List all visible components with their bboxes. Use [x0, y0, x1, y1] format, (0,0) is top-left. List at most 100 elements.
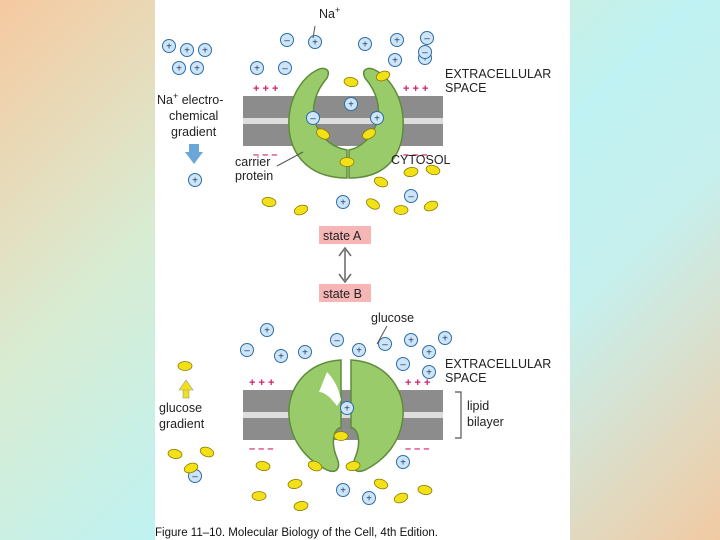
glucose-molecule: [373, 478, 389, 490]
glucose-molecule: [403, 167, 419, 177]
sodium-ion: [420, 31, 434, 45]
sodium-ion-sign: +: [442, 334, 448, 345]
glucose-molecule: [373, 176, 389, 188]
carrier-label-2: protein: [235, 169, 273, 183]
sodium-ion-sign: +: [426, 348, 432, 359]
na-gradient-label-2: chemical: [169, 109, 218, 123]
glucose-molecule: [183, 462, 199, 474]
sodium-ion: [396, 357, 410, 371]
sodium-ion-sign: –: [244, 346, 250, 357]
sodium-ion: [250, 61, 264, 75]
na-leader-line: [312, 25, 316, 39]
glucose-molecule: [366, 198, 380, 210]
minus-signs-top-left: – – –: [253, 149, 277, 161]
glucose-molecule: [293, 501, 309, 511]
extracellular-top-label-1: EXTRACELLULAR: [445, 67, 551, 81]
glucose-molecule: [417, 485, 433, 495]
sodium-ion-sign: –: [282, 64, 288, 75]
sodium-ion-sign: –: [422, 48, 428, 59]
sodium-ion-sign: +: [356, 346, 362, 357]
glucose-molecule: [251, 491, 267, 501]
lipid-bracket: [455, 391, 462, 439]
sodium-ion-sign: +: [202, 46, 208, 57]
lipid-label-2: bilayer: [467, 415, 504, 429]
sodium-ion-sign: +: [348, 100, 354, 111]
state-a-box: [319, 226, 371, 244]
sodium-ion: [352, 343, 366, 357]
sodium-ion: [188, 173, 202, 187]
sodium-ion: [190, 61, 204, 75]
sodium-ion: [422, 365, 436, 379]
sodium-ion-sign: +: [194, 64, 200, 75]
particles-layer: +–++–+–++++++++–+++––+–++–+–+++–+++++–: [162, 31, 452, 511]
sodium-ion: [306, 111, 320, 125]
sodium-ion-sign: +: [254, 64, 260, 75]
state-b-label: state B: [323, 287, 362, 301]
glucose-label: glucose: [371, 311, 414, 325]
sodium-ion-sign: +: [408, 336, 414, 347]
glucose-molecule: [343, 77, 359, 87]
sodium-ion-sign: +: [264, 326, 270, 337]
sodium-ion: [198, 43, 212, 57]
extracellular-bottom-label-1: EXTRACELLULAR: [445, 357, 551, 371]
glucose-molecule: [199, 446, 215, 458]
extracellular-bottom-label-2: SPACE: [445, 371, 486, 385]
sodium-ion-sign: +: [278, 352, 284, 363]
sodium-ion-sign: +: [426, 368, 432, 379]
sodium-ion-sign: +: [302, 348, 308, 359]
sodium-ion-sign: +: [422, 54, 428, 65]
lipid-label-1: lipid: [467, 399, 489, 413]
sodium-ion-sign: +: [312, 38, 318, 49]
glucose-molecule: [362, 128, 376, 140]
na-top-label: Na+: [319, 5, 340, 21]
sodium-ion: [438, 331, 452, 345]
glucose-molecule: [261, 197, 277, 207]
sodium-ion-sign: +: [400, 458, 406, 469]
sodium-ion: [378, 337, 392, 351]
sodium-ion-sign: +: [392, 56, 398, 67]
sodium-ion-sign: +: [344, 404, 350, 415]
membrane-top: [243, 96, 443, 146]
glucose-molecule: [293, 204, 309, 216]
sodium-ion-sign: +: [374, 114, 380, 125]
glucose-molecule: [345, 461, 361, 471]
figure-panel: + + + + + + – – – – – – state A state B …: [155, 0, 570, 540]
sodium-ion: [388, 53, 402, 67]
sodium-ion-sign: –: [382, 340, 388, 351]
glucose-gradient-label-2: gradient: [159, 417, 205, 431]
glucose-molecule: [333, 431, 349, 441]
carrier-protein-state-a: [288, 67, 404, 179]
na-gradient-arrow: [185, 144, 203, 164]
sodium-ion: [370, 111, 384, 125]
glucose-molecule: [255, 461, 271, 471]
sodium-ion: [418, 45, 432, 59]
na-gradient-label-1: Na+ electro-: [157, 91, 223, 107]
sodium-ion: [396, 455, 410, 469]
sodium-ion-sign: –: [310, 114, 316, 125]
cytosol-label: CYTOSOL: [391, 153, 451, 167]
sodium-ion: [162, 39, 176, 53]
sodium-ion-sign: –: [284, 36, 290, 47]
plus-signs-bottom-left: + + +: [249, 377, 274, 389]
sodium-ion: [340, 401, 354, 415]
sodium-ion: [298, 345, 312, 359]
glucose-molecule: [393, 205, 409, 215]
sodium-ion: [180, 43, 194, 57]
sodium-ion: [422, 345, 436, 359]
sodium-ion: [278, 61, 292, 75]
cotransport-diagram: + + + + + + – – – – – – state A state B …: [155, 5, 551, 539]
minus-signs-bottom-right: – – –: [405, 443, 429, 455]
sodium-ion-sign: +: [192, 176, 198, 187]
sodium-ion-sign: –: [192, 472, 198, 483]
sodium-ion: [404, 189, 418, 203]
sodium-ion: [260, 323, 274, 337]
extracellular-top-label-2: SPACE: [445, 81, 486, 95]
state-b-box: [319, 284, 371, 302]
sodium-ion-sign: +: [366, 494, 372, 505]
glucose-molecule: [423, 200, 439, 212]
glucose-molecule: [375, 70, 391, 82]
glucose-molecule: [167, 449, 183, 459]
sodium-ion-sign: +: [166, 42, 172, 53]
glucose-molecule: [177, 361, 193, 371]
na-gradient-label-3: gradient: [171, 125, 217, 139]
